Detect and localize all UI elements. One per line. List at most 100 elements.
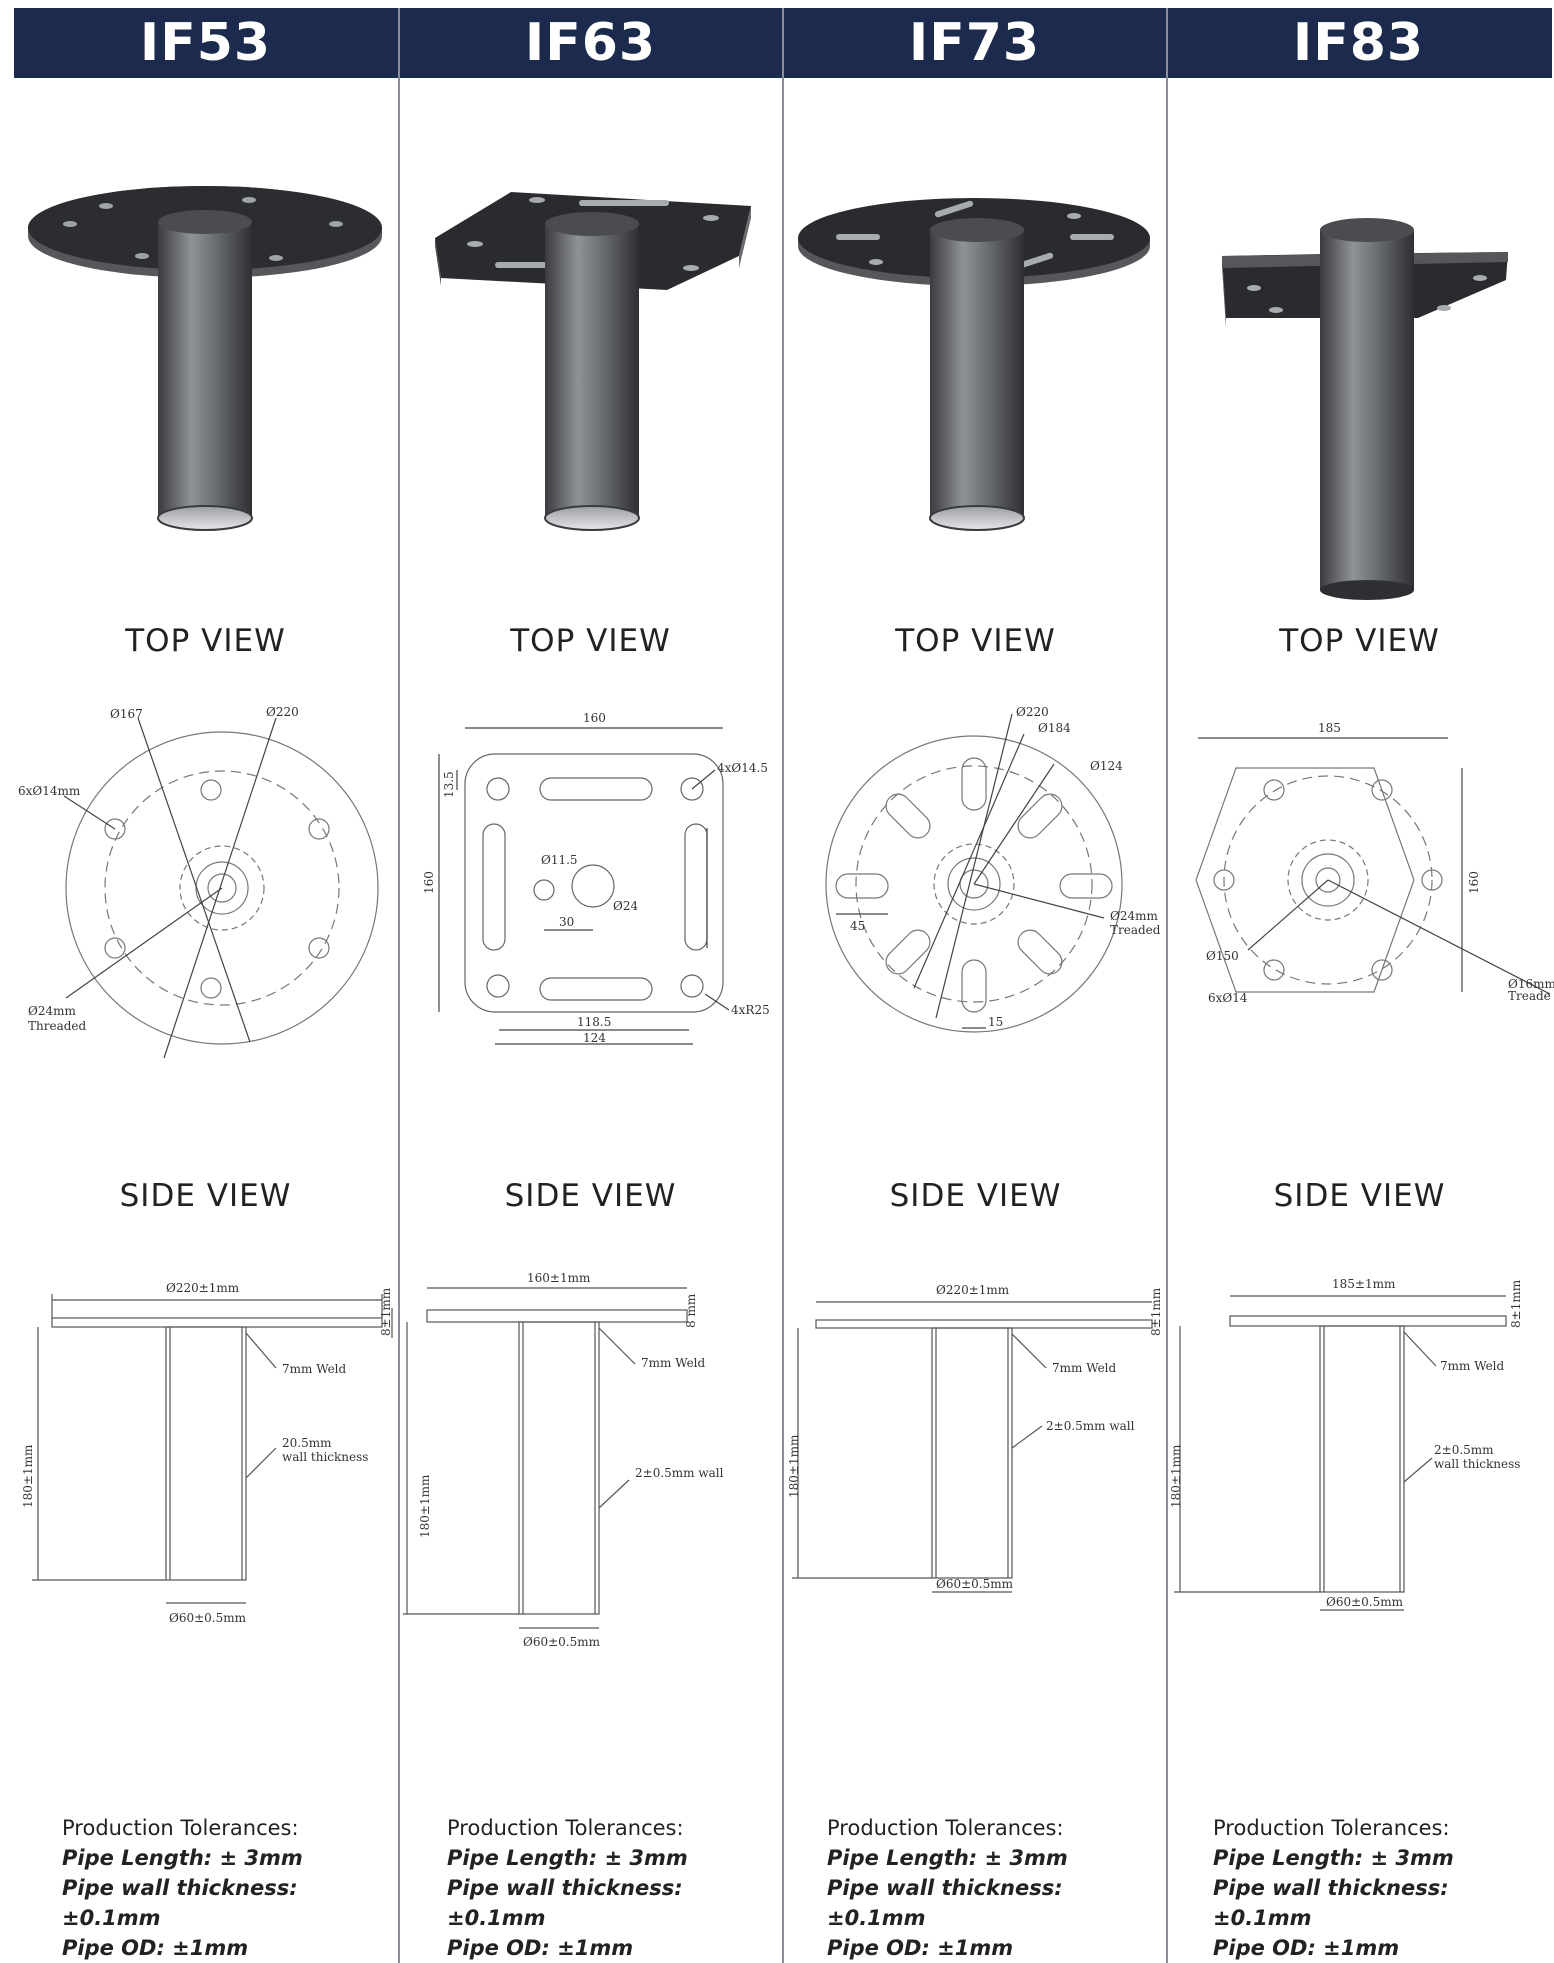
dim-label: Ø24mm xyxy=(28,1004,76,1018)
dim-label: 160 xyxy=(1467,871,1481,894)
tolerance-line: Pipe OD: ±1mm xyxy=(827,1936,1014,1960)
side-view-drawing-if63: 160±1mm 8 mm 7mm Weld 2±0.5mm wall Ø60±0… xyxy=(403,1271,724,1649)
dim-label: Ø60±0.5mm xyxy=(936,1577,1014,1591)
product-render-if63 xyxy=(435,192,751,531)
production-tolerances: Production Tolerances: Pipe Length: ± 3m… xyxy=(827,1813,1167,1963)
dim-label: 185±1mm xyxy=(1332,1277,1396,1291)
side-view-title: SIDE VIEW xyxy=(889,1178,1062,1214)
dim-label: 15 xyxy=(988,1015,1003,1029)
dim-label: wall thickness xyxy=(282,1450,368,1464)
side-view-drawing-if73: Ø220±1mm 8±1mm 7mm Weld 2±0.5mm wall Ø60… xyxy=(787,1283,1163,1593)
dim-label: 20.5mm xyxy=(282,1436,332,1450)
dim-label: Ø220±1mm xyxy=(936,1283,1010,1297)
dim-label: 8±1mm xyxy=(1509,1279,1523,1328)
dim-label: 4xR25 xyxy=(731,1003,770,1017)
model-title-if53: IF53 xyxy=(139,13,272,73)
model-title-if83: IF83 xyxy=(1292,13,1425,73)
product-column-if53: TOP VIEW Ø167 Ø220 6xØ14mm Ø24mm Threade… xyxy=(14,78,397,1963)
dim-label: Treaded xyxy=(1110,923,1161,937)
production-tolerances: Production Tolerances: Pipe Length: ± 3m… xyxy=(62,1813,397,1963)
model-title-if63: IF63 xyxy=(524,13,657,73)
side-view-title: SIDE VIEW xyxy=(1273,1178,1446,1214)
product-render-if73 xyxy=(798,198,1150,531)
dim-label: 45 xyxy=(850,919,865,933)
tolerance-line: Pipe Length: ± 3mm xyxy=(827,1846,1068,1870)
tolerance-line: Pipe wall thickness: ±0.1mm xyxy=(827,1876,1063,1930)
dim-label: 180±1mm xyxy=(21,1444,35,1508)
dim-label: Treade xyxy=(1508,989,1551,1003)
dim-label: 180±1mm xyxy=(418,1474,432,1538)
dim-label: 6xØ14mm xyxy=(18,784,81,798)
column-divider xyxy=(398,8,400,1963)
dim-label: Ø167 xyxy=(110,707,143,721)
top-view-title: TOP VIEW xyxy=(1279,623,1440,659)
dim-label: 160 xyxy=(583,711,606,725)
dim-label: 7mm Weld xyxy=(1052,1361,1117,1375)
top-view-drawing-if53: Ø167 Ø220 6xØ14mm Ø24mm Threaded xyxy=(18,705,379,1059)
dim-label: 2±0.5mm wall xyxy=(635,1466,724,1480)
dim-label: 8±1mm xyxy=(379,1287,393,1336)
dim-label: Ø150 xyxy=(1206,949,1239,963)
production-tolerances: Production Tolerances: Pipe Length: ± 3m… xyxy=(447,1813,782,1963)
dim-label: 7mm Weld xyxy=(1440,1359,1505,1373)
dim-label: Ø60±0.5mm xyxy=(169,1611,247,1625)
dim-label: Threaded xyxy=(28,1019,87,1033)
dim-label: Ø16mm xyxy=(1508,977,1554,991)
dim-label: 160±1mm xyxy=(527,1271,591,1285)
dim-label: 124 xyxy=(583,1031,606,1045)
dim-label: Ø24mm xyxy=(1110,909,1158,923)
dim-label: 13.5 xyxy=(442,771,456,798)
dim-label: Ø60±0.5mm xyxy=(523,1635,601,1649)
tolerance-line: Pipe OD: ±1mm xyxy=(62,1936,249,1960)
dim-label: Ø124 xyxy=(1090,759,1123,773)
dim-label: 160 xyxy=(422,871,436,894)
dim-label: Ø220 xyxy=(1016,705,1049,719)
tolerance-line: Pipe Length: ± 3mm xyxy=(62,1846,303,1870)
product-column-if63: TOP VIEW 160 160 13.5 4xØ14.5 xyxy=(399,78,782,1963)
dim-label: 2±0.5mm xyxy=(1434,1443,1494,1457)
dim-label: 7mm Weld xyxy=(641,1356,706,1370)
tolerance-line: Pipe OD: ±1mm xyxy=(1213,1936,1400,1960)
dim-label: 2±0.5mm wall xyxy=(1046,1419,1135,1433)
top-view-title: TOP VIEW xyxy=(125,623,286,659)
tolerance-heading: Production Tolerances: xyxy=(827,1816,1064,1840)
tolerance-line: Pipe wall thickness: ±0.1mm xyxy=(447,1876,683,1930)
product-column-if83: TOP VIEW 185 160 Ø150 6xØ14 Ø16mm Treade… xyxy=(1168,78,1554,1963)
dim-label: Ø60±0.5mm xyxy=(1326,1595,1404,1609)
dim-label: Ø220 xyxy=(266,705,299,719)
dim-label: 8 mm xyxy=(684,1293,698,1328)
tolerance-heading: Production Tolerances: xyxy=(62,1816,299,1840)
dim-label: Ø24 xyxy=(613,899,638,913)
tolerance-heading: Production Tolerances: xyxy=(1213,1816,1450,1840)
dim-label: Ø220±1mm xyxy=(166,1281,240,1295)
side-view-title: SIDE VIEW xyxy=(119,1178,292,1214)
production-tolerances: Production Tolerances: Pipe Length: ± 3m… xyxy=(1213,1813,1551,1963)
model-title-if73: IF73 xyxy=(908,13,1041,73)
dim-label: 180±1mm xyxy=(787,1434,801,1498)
side-view-title: SIDE VIEW xyxy=(504,1178,677,1214)
dim-label: 7mm Weld xyxy=(282,1362,347,1376)
dim-label: 4xØ14.5 xyxy=(717,761,768,775)
top-view-title: TOP VIEW xyxy=(895,623,1056,659)
tolerance-line: Pipe Length: ± 3mm xyxy=(1213,1846,1454,1870)
dim-label: Ø11.5 xyxy=(541,853,578,867)
dim-label: 30 xyxy=(559,915,574,929)
dim-label: 6xØ14 xyxy=(1208,991,1248,1005)
top-view-drawing-if63: 160 160 13.5 4xØ14.5 Ø11.5 Ø24 30 4xR25 … xyxy=(422,711,770,1045)
dim-label: wall thickness xyxy=(1434,1457,1520,1471)
product-render-if53 xyxy=(28,186,382,531)
top-view-drawing-if83: 185 160 Ø150 6xØ14 Ø16mm Treade xyxy=(1195,721,1554,1005)
tolerance-heading: Production Tolerances: xyxy=(447,1816,684,1840)
side-view-drawing-if53: Ø220±1mm 7mm Weld 20.5mm wall thickness … xyxy=(21,1281,393,1625)
column-divider xyxy=(1166,8,1168,1963)
side-view-drawing-if83: 185±1mm 8±1mm 7mm Weld 2±0.5mm wall thic… xyxy=(1169,1277,1523,1611)
tolerance-line: Pipe wall thickness: ±0.1mm xyxy=(1213,1876,1449,1930)
product-render-if83 xyxy=(1222,218,1508,600)
dim-label: 8±1mm xyxy=(1149,1287,1163,1336)
dim-label: 185 xyxy=(1318,721,1341,735)
tolerance-line: Pipe Length: ± 3mm xyxy=(447,1846,688,1870)
column-divider xyxy=(782,8,784,1963)
top-view-title: TOP VIEW xyxy=(510,623,671,659)
top-view-drawing-if73: Ø220 Ø184 Ø124 45 Ø24mm Treaded 15 xyxy=(825,705,1161,1033)
dim-label: 118.5 xyxy=(577,1015,611,1029)
